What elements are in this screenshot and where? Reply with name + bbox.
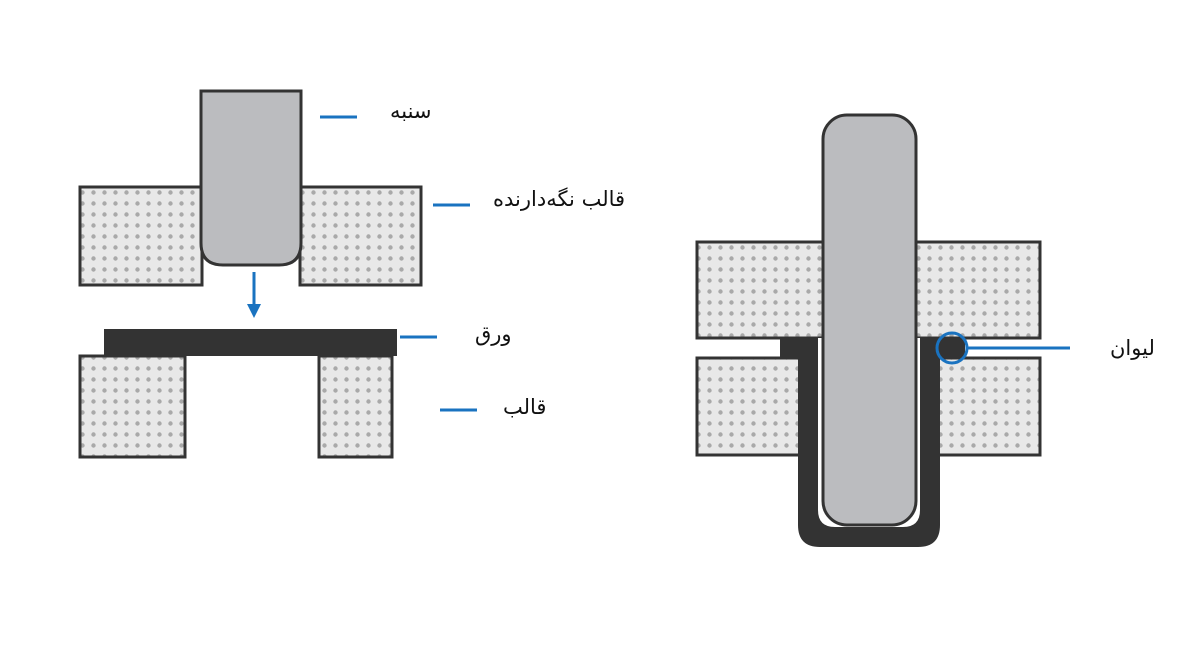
label-cup: ليوان bbox=[1110, 336, 1155, 360]
blank-holder-left bbox=[78, 185, 204, 287]
punch bbox=[199, 89, 303, 267]
label-blank-holder: قالب نگه‌دارنده bbox=[493, 187, 626, 211]
sheet bbox=[104, 329, 397, 356]
die-bottom-right bbox=[936, 356, 1042, 457]
arrow-down-icon bbox=[247, 272, 261, 318]
drawn-cup bbox=[780, 338, 965, 547]
punch-inserted bbox=[821, 113, 918, 527]
label-sheet: ورق bbox=[475, 322, 512, 346]
die-right bbox=[317, 354, 394, 459]
die-bottom-left bbox=[695, 356, 802, 457]
blank-holder-right bbox=[298, 185, 423, 287]
label-punch: سنبه bbox=[390, 99, 432, 123]
before-stage bbox=[78, 89, 477, 459]
label-die: قالب bbox=[503, 395, 547, 419]
die-left bbox=[78, 354, 187, 459]
after-stage bbox=[695, 113, 1070, 547]
